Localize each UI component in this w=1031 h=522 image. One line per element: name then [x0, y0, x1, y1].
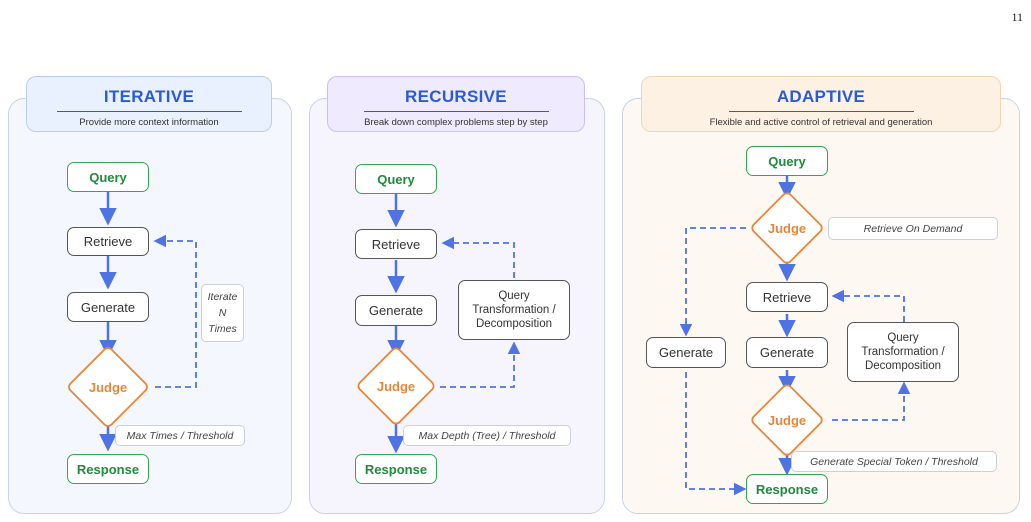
recursive-title: RECURSIVE	[405, 87, 507, 106]
iterative-header: ITERATIVE Provide more context informati…	[26, 76, 272, 132]
ada-generate-node: Generate	[746, 337, 828, 368]
recursive-title-rule	[363, 111, 549, 112]
rec-judge-label: Judge	[376, 378, 416, 394]
ada-arrow-judge-transform	[832, 381, 911, 421]
iter-loop-note: Iterate N Times	[201, 284, 244, 342]
rec-arrow-transform-retrieve	[441, 236, 515, 278]
ada-query-node: Query	[746, 146, 828, 176]
iterative-subtitle: Provide more context information	[79, 117, 219, 128]
ada-arrow-generate-left-response	[685, 372, 747, 496]
rec-stop-note: Max Depth (Tree) / Threshold	[403, 425, 571, 446]
ada-arrow-judge-generate-left	[679, 227, 746, 337]
iterative-title-rule	[56, 111, 242, 112]
iter-stop-note: Max Times / Threshold	[115, 425, 245, 446]
iter-judge-diamond	[68, 347, 148, 427]
ada-response-node: Response	[746, 474, 828, 504]
iter-generate-node: Generate	[67, 292, 149, 322]
ada-generate-left-node: Generate	[646, 337, 726, 368]
ada-judge-top-label: Judge	[767, 220, 807, 236]
recursive-header: RECURSIVE Break down complex problems st…	[327, 76, 585, 132]
iter-query-node: Query	[67, 162, 149, 192]
rec-transform-node: Query Transformation / Decomposition	[458, 280, 570, 340]
iter-retrieve-node: Retrieve	[67, 227, 149, 256]
rec-retrieve-node: Retrieve	[355, 229, 437, 259]
ada-arrow-transform-retrieve	[831, 289, 905, 322]
recursive-subtitle: Break down complex problems step by step	[364, 117, 548, 128]
rec-generate-node: Generate	[355, 295, 437, 326]
ada-retrieve-note: Retrieve On Demand	[828, 217, 998, 240]
iter-judge-label: Judge	[88, 379, 128, 395]
adaptive-subtitle: Flexible and active control of retrieval…	[709, 117, 933, 128]
ada-judge-bottom-label: Judge	[767, 412, 807, 428]
iterative-title: ITERATIVE	[103, 87, 195, 106]
adaptive-title: ADAPTIVE	[776, 87, 866, 106]
ada-judge-bottom-diamond	[751, 384, 823, 456]
ada-retrieve-node: Retrieve	[746, 282, 828, 312]
rec-arrow-judge-transform	[440, 341, 521, 388]
page-number: 11	[1011, 10, 1023, 24]
rec-response-node: Response	[355, 454, 437, 484]
rec-judge-diamond	[357, 347, 435, 425]
adaptive-header: ADAPTIVE Flexible and active control of …	[641, 76, 1001, 132]
iter-response-node: Response	[67, 454, 149, 484]
ada-stop-note: Generate Special Token / Threshold	[791, 451, 997, 472]
ada-judge-top-diamond	[751, 192, 823, 264]
ada-transform-node: Query Transformation / Decomposition	[847, 322, 959, 382]
rec-query-node: Query	[355, 164, 437, 194]
iter-loop-arrow	[153, 234, 197, 388]
adaptive-title-rule	[728, 111, 914, 112]
